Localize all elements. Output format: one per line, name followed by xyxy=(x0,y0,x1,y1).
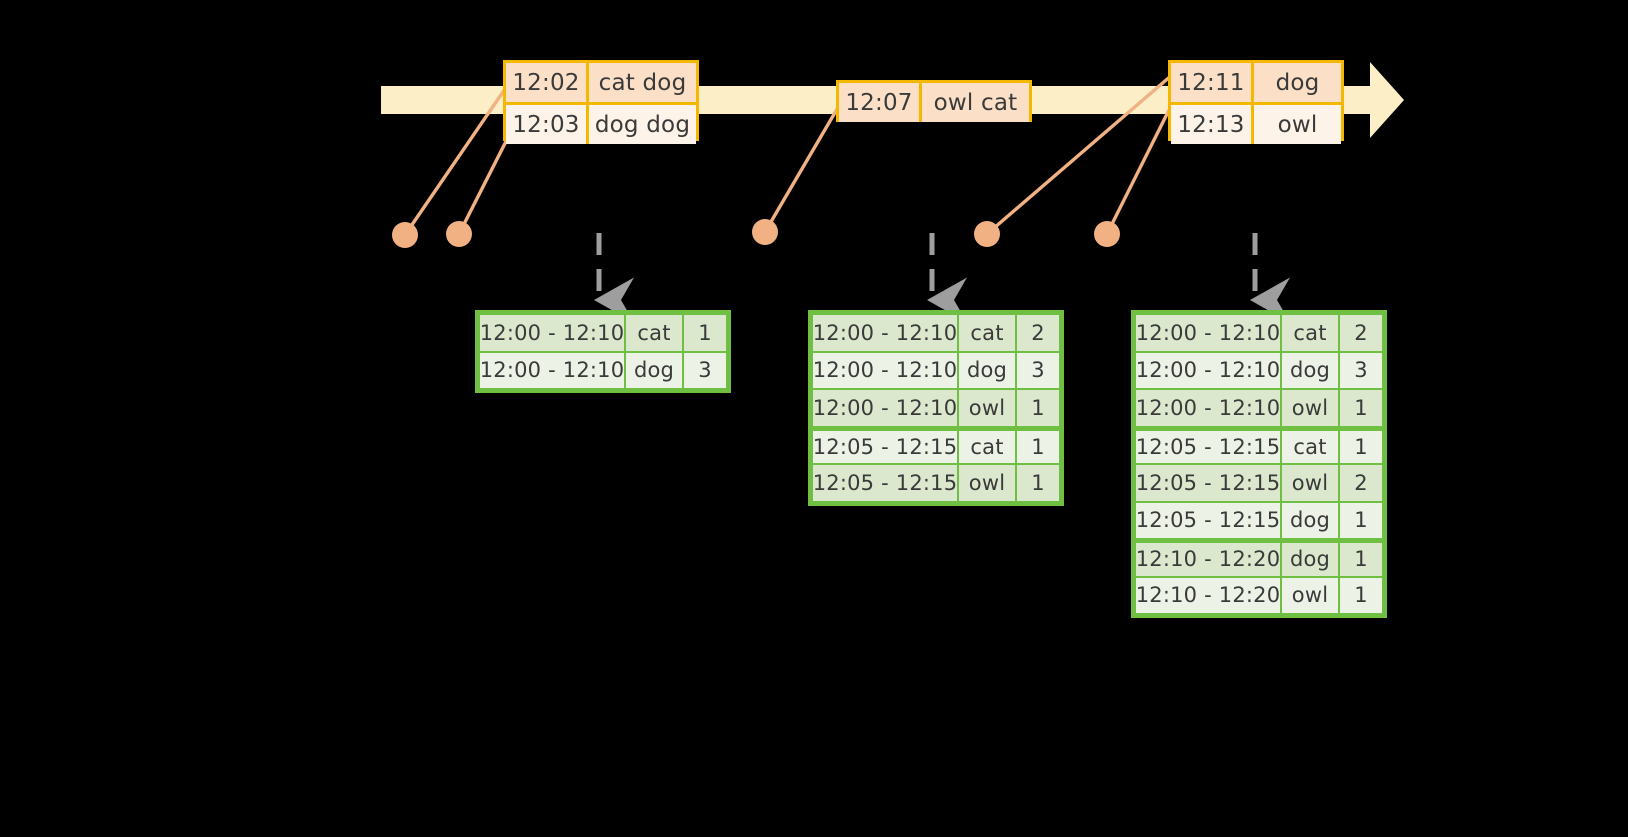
window-cell: 12:00 - 12:10 xyxy=(1135,389,1281,427)
key-cell: owl xyxy=(1281,576,1339,614)
dot-12-02 xyxy=(392,222,418,248)
dot-12-03 xyxy=(446,221,472,247)
count-cell: 2 xyxy=(1339,314,1383,352)
dot-12-11 xyxy=(974,221,1000,247)
window-cell: 12:00 - 12:10 xyxy=(1135,314,1281,352)
count-cell: 3 xyxy=(1016,351,1060,389)
key-cell: owl xyxy=(958,389,1016,427)
event-words: owl xyxy=(1254,105,1341,144)
event-time: 12:13 xyxy=(1171,105,1254,144)
event-group-2[interactable]: 12:07 owl cat xyxy=(836,80,1032,122)
count-cell: 1 xyxy=(1016,429,1060,464)
window-cell: 12:00 - 12:10 xyxy=(479,351,625,389)
window-cell: 12:00 - 12:10 xyxy=(812,389,958,427)
event-time: 12:03 xyxy=(506,105,589,144)
connector-line-12-13 xyxy=(1105,102,1174,236)
event-group-1[interactable]: 12:02 cat dog 12:03 dog dog xyxy=(503,60,699,144)
window-cell: 12:00 - 12:10 xyxy=(1135,351,1281,389)
key-cell: dog xyxy=(1281,542,1339,577)
count-cell: 1 xyxy=(1016,464,1060,502)
key-cell: owl xyxy=(1281,464,1339,502)
window-cell: 12:05 - 12:15 xyxy=(1135,501,1281,539)
count-cell: 2 xyxy=(1016,314,1060,352)
key-cell: cat xyxy=(958,314,1016,352)
dot-12-13 xyxy=(1094,221,1120,247)
dot-12-07 xyxy=(752,219,778,245)
key-cell: cat xyxy=(958,429,1016,464)
count-cell: 1 xyxy=(683,314,727,352)
key-cell: dog xyxy=(958,351,1016,389)
event-time: 12:07 xyxy=(839,83,922,122)
event-time: 12:02 xyxy=(506,63,589,102)
key-cell: cat xyxy=(1281,314,1339,352)
dashed-arrows xyxy=(594,233,1290,323)
window-cell: 12:05 - 12:15 xyxy=(812,464,958,502)
count-cell: 3 xyxy=(1339,351,1383,389)
count-cell: 1 xyxy=(1339,576,1383,614)
window-cell: 12:10 - 12:20 xyxy=(1135,576,1281,614)
event-words: dog xyxy=(1254,63,1341,102)
connector-line-12-07 xyxy=(763,102,842,234)
key-cell: owl xyxy=(1281,389,1339,427)
key-cell: owl xyxy=(958,464,1016,502)
event-time: 12:11 xyxy=(1171,63,1254,102)
connector-dots xyxy=(392,219,1120,248)
key-cell: dog xyxy=(1281,351,1339,389)
count-cell: 2 xyxy=(1339,464,1383,502)
window-cell: 12:05 - 12:15 xyxy=(1135,464,1281,502)
event-row[interactable]: 12:13 owl xyxy=(1171,102,1341,144)
event-group-3[interactable]: 12:11 dog 12:13 owl xyxy=(1168,60,1344,144)
count-cell: 1 xyxy=(1339,429,1383,464)
connector-line-12-02 xyxy=(403,84,509,237)
window-cell: 12:00 - 12:10 xyxy=(479,314,625,352)
count-cell: 1 xyxy=(1339,389,1383,427)
count-cell: 1 xyxy=(1016,389,1060,427)
window-cell: 12:10 - 12:20 xyxy=(1135,542,1281,577)
count-cell: 1 xyxy=(1339,542,1383,577)
event-row[interactable]: 12:02 cat dog xyxy=(506,63,696,102)
count-cell: 1 xyxy=(1339,501,1383,539)
event-words: owl cat xyxy=(922,83,1029,122)
event-words: cat dog xyxy=(589,63,696,102)
window-cell: 12:00 - 12:10 xyxy=(812,351,958,389)
key-cell: dog xyxy=(625,351,683,389)
key-cell: cat xyxy=(1281,429,1339,464)
count-cell: 3 xyxy=(683,351,727,389)
event-row[interactable]: 12:11 dog xyxy=(1171,63,1341,102)
event-row[interactable]: 12:07 owl cat xyxy=(839,83,1029,122)
window-cell: 12:05 - 12:15 xyxy=(1135,429,1281,464)
window-cell: 12:00 - 12:10 xyxy=(812,314,958,352)
key-cell: cat xyxy=(625,314,683,352)
window-cell: 12:05 - 12:15 xyxy=(812,429,958,464)
event-words: dog dog xyxy=(589,105,696,144)
event-row[interactable]: 12:03 dog dog xyxy=(506,102,696,144)
key-cell: dog xyxy=(1281,501,1339,539)
